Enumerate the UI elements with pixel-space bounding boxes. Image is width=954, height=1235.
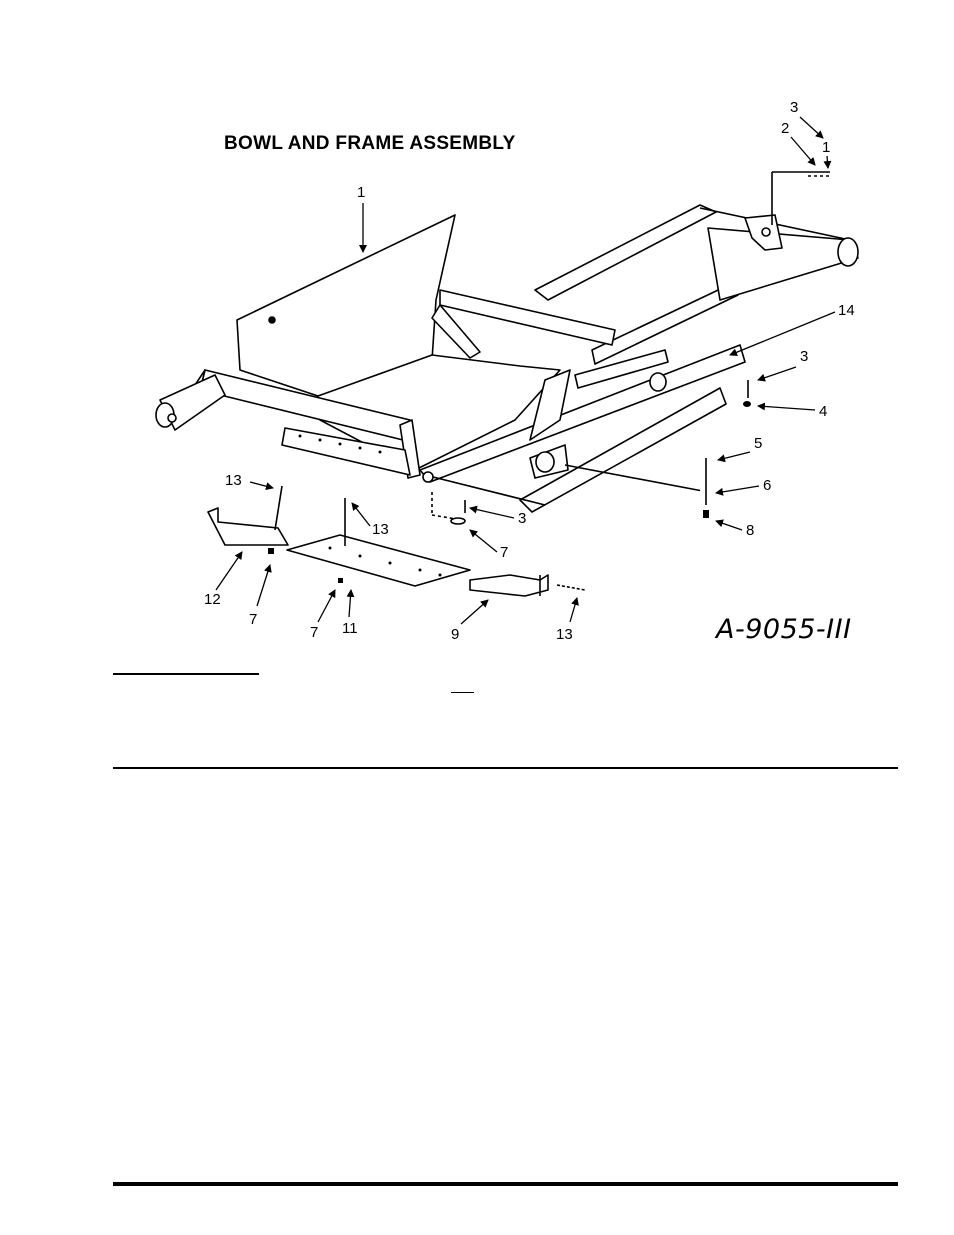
footer-rule <box>113 1182 898 1186</box>
callout-1-top: 1 <box>822 139 830 156</box>
rear-cross-tube <box>707 227 859 301</box>
part-10-bracket <box>469 574 549 597</box>
callout-11: 11 <box>342 620 358 637</box>
section-divider-rule <box>113 767 898 769</box>
part-11-plate <box>286 534 471 587</box>
callout-7-right: 7 <box>310 624 318 641</box>
callout-4: 4 <box>819 403 827 420</box>
bowl-assembly-drawing <box>155 171 859 597</box>
callout-1-bowl: 1 <box>357 184 365 201</box>
callout-8: 8 <box>746 522 754 539</box>
callout-2: 2 <box>781 120 789 137</box>
callout-labels: 3 2 1 1 14 3 4 5 6 8 13 13 3 7 12 7 7 11… <box>204 99 855 643</box>
callout-10: 9 <box>451 626 459 643</box>
pin-6 <box>564 464 709 493</box>
short-underline-rule <box>113 673 259 675</box>
lower-frame-beam <box>519 387 727 513</box>
callout-13-mid: 13 <box>372 521 389 538</box>
callout-13-left: 13 <box>225 472 242 489</box>
callout-3-top: 3 <box>790 99 798 116</box>
callout-12: 12 <box>204 591 221 608</box>
part-12-bracket <box>207 507 289 546</box>
callout-9: 7 <box>500 544 508 561</box>
figure-id-label: A-9055-III <box>716 614 852 645</box>
callout-13-right: 13 <box>556 626 573 643</box>
callout-14: 14 <box>838 302 855 319</box>
callout-7-left: 7 <box>249 611 257 628</box>
front-cutting-lip <box>281 427 411 476</box>
leader-arrows <box>215 116 836 625</box>
bowl-floor <box>317 354 561 471</box>
right-side-rail <box>534 204 717 301</box>
callout-3-bottom: 3 <box>518 510 526 527</box>
tiny-underline-rule <box>451 692 474 693</box>
callout-5: 5 <box>754 435 762 452</box>
callout-3-right: 3 <box>800 348 808 365</box>
callout-6: 6 <box>763 477 771 494</box>
middle-cross-tube <box>439 289 616 346</box>
diagram-title: BOWL AND FRAME ASSEMBLY <box>224 133 516 154</box>
